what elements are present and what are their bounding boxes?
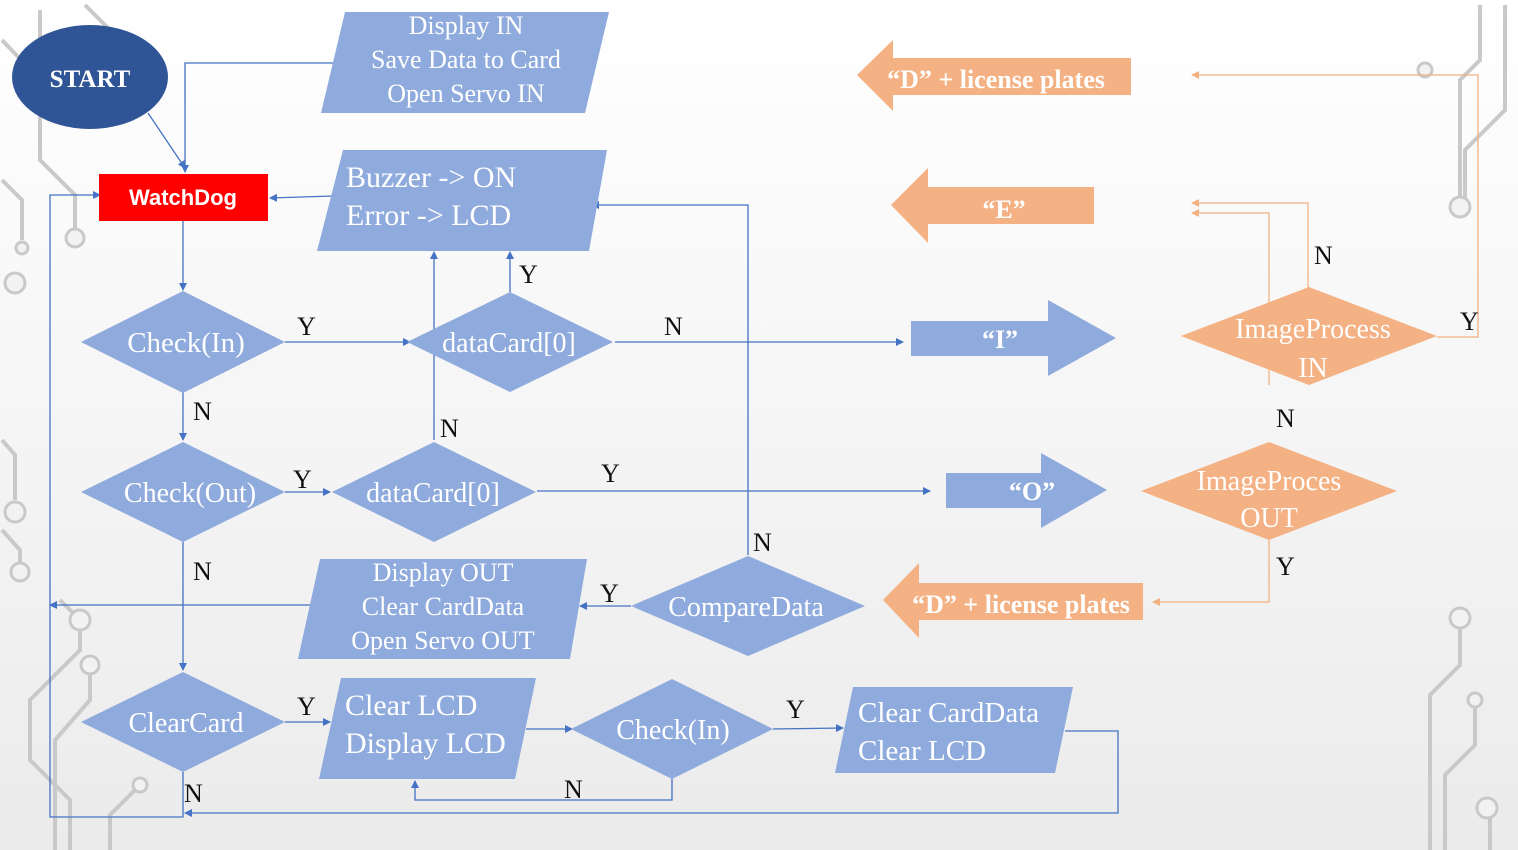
clearcard-decision: ClearCard [81, 672, 285, 772]
display-in-line-3: Open Servo IN [387, 79, 545, 108]
arrow-i-label: “I” [982, 325, 1018, 354]
edge-label-n: N [564, 775, 583, 804]
edge-label-n: N [753, 528, 772, 557]
edge-label-y: Y [1276, 552, 1295, 581]
clear-lcd-node: Clear LCD Display LCD [319, 678, 536, 779]
image-out-line-1: ImageProces [1197, 466, 1342, 497]
display-out-line-2: Clear CardData [362, 592, 525, 621]
edge-label-n: N [1314, 241, 1333, 270]
clearcard-label: ClearCard [128, 708, 243, 739]
compare-label: CompareData [668, 592, 824, 623]
datacard-in-decision: dataCard[0] [407, 292, 613, 392]
display-out-line-1: Display OUT [373, 558, 514, 587]
check-in-label: Check(In) [127, 327, 245, 359]
clear-lcd-line-1: Clear LCD [345, 689, 477, 722]
connectors [49, 62, 1119, 818]
datacard-in-label: dataCard[0] [442, 328, 576, 359]
image-in-decision: ImageProcess IN [1181, 287, 1437, 385]
arrow-d-top-label: “D” + license plates [887, 65, 1105, 94]
clear-carddata-line-1: Clear CardData [858, 697, 1039, 729]
check-out-decision: Check(Out) [81, 442, 285, 542]
clear-carddata-node: Clear CardData Clear LCD [835, 687, 1073, 773]
watchdog-label: WatchDog [129, 185, 237, 210]
edge-label-y: Y [1460, 307, 1479, 336]
edge-label-y: Y [519, 260, 538, 289]
edge-label-n: N [440, 414, 459, 443]
image-out-decision: ImageProces OUT [1141, 442, 1397, 540]
buzzer-line-1: Buzzer -> ON [346, 161, 516, 194]
edge-label-n: N [193, 397, 212, 426]
check-in-2-decision: Check(In) [571, 679, 773, 779]
display-out-line-3: Open Servo OUT [351, 626, 535, 655]
edge-label-y: Y [786, 695, 805, 724]
edge-label-n: N [1276, 404, 1295, 433]
arrow-d-bottom: “D” + license plates [883, 563, 1143, 638]
arrow-e: “E” [891, 168, 1094, 243]
display-in-node: Display IN Save Data to Card Open Servo … [321, 11, 609, 113]
display-in-line-2: Save Data to Card [371, 45, 561, 74]
clear-lcd-line-2: Display LCD [345, 727, 506, 760]
start-node: START [12, 25, 168, 129]
edge-label-y: Y [297, 312, 316, 341]
arrow-i: “I” [911, 300, 1116, 376]
arrow-d-top: “D” + license plates [857, 40, 1131, 111]
display-in-line-1: Display IN [409, 11, 524, 40]
datacard-out-decision: dataCard[0] [332, 442, 536, 542]
edge-label-y: Y [293, 465, 312, 494]
check-out-label: Check(Out) [124, 478, 256, 509]
clear-carddata-line-2: Clear LCD [858, 735, 986, 767]
edge-label-n: N [193, 557, 212, 586]
check-in-2-label: Check(In) [616, 715, 730, 746]
edge-labels: Y Y N N N Y Y N N Y Y Y N N N Y N Y [184, 241, 1479, 808]
edge-label-n: N [664, 312, 683, 341]
edge-label-n: N [184, 779, 203, 808]
buzzer-node: Buzzer -> ON Error -> LCD [317, 150, 607, 251]
arrow-d-bottom-label: “D” + license plates [912, 590, 1130, 619]
image-in-line-1: ImageProcess [1235, 314, 1391, 345]
start-label: START [50, 66, 131, 93]
image-in-line-2: IN [1298, 353, 1328, 384]
edge-label-y: Y [600, 579, 619, 608]
arrow-e-label: “E” [982, 195, 1025, 224]
buzzer-line-2: Error -> LCD [346, 199, 511, 232]
check-in-decision: Check(In) [81, 291, 285, 393]
edge-label-y: Y [601, 459, 620, 488]
compare-decision: CompareData [631, 556, 865, 656]
circuit-decoration [0, 3, 1507, 850]
watchdog-node: WatchDog [99, 174, 268, 221]
display-out-node: Display OUT Clear CardData Open Servo OU… [298, 558, 587, 659]
edge-label-y: Y [297, 692, 316, 721]
datacard-out-label: dataCard[0] [366, 478, 500, 509]
image-out-line-2: OUT [1240, 503, 1298, 534]
arrow-o: “O” [946, 453, 1107, 528]
arrow-o-label: “O” [1009, 477, 1055, 506]
